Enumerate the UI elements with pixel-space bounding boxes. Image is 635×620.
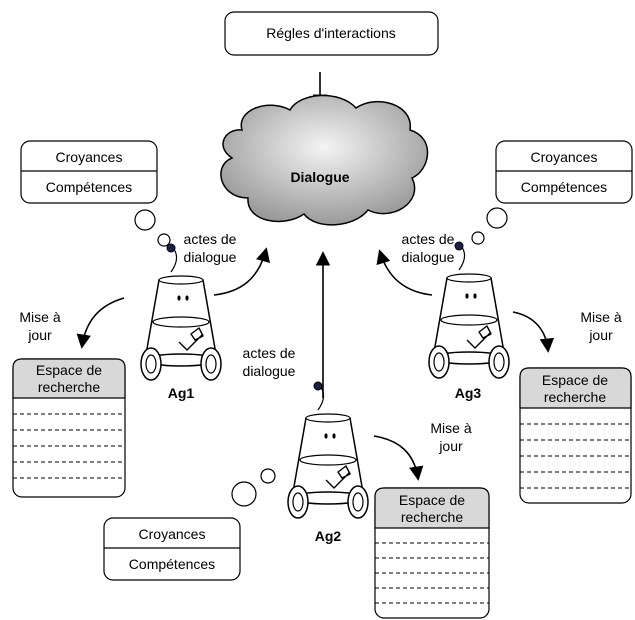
ag3-to-dialogue-arrow: [376, 249, 433, 296]
update-label-ag3-line1: Mise à: [580, 309, 621, 325]
acts-label-ag2-line1: actes de: [243, 345, 296, 361]
search-space-label-line1: Espace de: [542, 372, 608, 388]
update-label-ag2-line1: Mise à: [430, 420, 471, 436]
update-label-ag3-line2: jour: [588, 327, 613, 343]
search-space-label-line2: recherche: [544, 389, 606, 405]
skills-label: Compétences: [129, 556, 215, 572]
ag1-to-dialogue-arrow: [213, 247, 270, 296]
update-label-ag1-line2: jour: [27, 327, 52, 343]
search-space-label-line1: Espace de: [399, 492, 465, 508]
acts-label-ag1-line1: actes de: [184, 231, 237, 247]
beliefs-label: Croyances: [139, 526, 206, 542]
agent-ag3-label: Ag3: [455, 385, 482, 401]
skills-label: Compétences: [521, 179, 607, 195]
beliefs-skills-box-ag1: Croyances Compétences: [20, 140, 158, 204]
agent-ag1-label: Ag1: [168, 385, 195, 401]
update-label-ag1-line1: Mise à: [19, 309, 60, 325]
thought-bubbles-ag1: [134, 209, 171, 247]
interaction-rules-node: Régles d'interactions: [224, 11, 439, 56]
skills-label: Compétences: [46, 179, 132, 195]
search-space-label-line1: Espace de: [36, 362, 102, 378]
beliefs-label: Croyances: [56, 149, 123, 165]
update-label-ag2-line2: jour: [438, 438, 463, 454]
robot-ag2-icon: [287, 381, 369, 519]
search-space-label-line2: recherche: [401, 509, 463, 525]
agent-ag2-label: Ag2: [315, 528, 342, 544]
search-space-ag1: Espace de recherche: [12, 358, 126, 498]
thought-bubbles-ag3: [471, 207, 508, 245]
search-space-label-line2: recherche: [38, 379, 100, 395]
search-space-ag3: Espace de recherche: [519, 367, 632, 504]
dialogue-label: Dialogue: [290, 169, 349, 185]
beliefs-skills-box-ag3: Croyances Compétences: [495, 140, 633, 204]
acts-label-ag3-line1: actes de: [402, 231, 455, 247]
search-space-ag2: Espace de recherche: [374, 487, 490, 619]
thought-bubbles-ag2: [231, 468, 276, 507]
beliefs-skills-box-ag2: Croyances Compétences: [103, 517, 241, 581]
dialogue-cloud: Dialogue: [220, 94, 429, 226]
acts-label-ag3-line2: dialogue: [402, 249, 455, 265]
ag2-update-arrow: [373, 435, 424, 481]
interaction-rules-label: Régles d'interactions: [266, 25, 396, 41]
acts-label-ag2-line2: dialogue: [243, 363, 296, 379]
ag1-update-arrow: [76, 297, 125, 349]
ag3-update-arrow: [512, 311, 555, 353]
acts-label-ag1-line2: dialogue: [184, 249, 237, 265]
beliefs-label: Croyances: [531, 149, 598, 165]
